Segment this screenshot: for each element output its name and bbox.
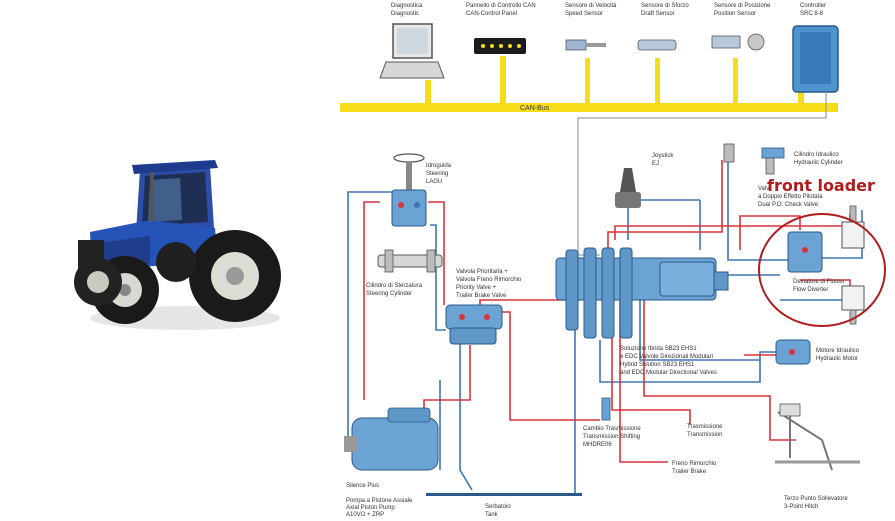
valve-block-icon [555, 247, 729, 339]
diagnostics-label: Diagnostica Diagnostic [391, 3, 424, 17]
axial-piston-pump-icon [344, 407, 439, 471]
draft-sensor-label: Sensore di Sforzo Draft Sensor [641, 3, 690, 17]
can-bus: CAN-Bus [340, 56, 838, 112]
hydraulic-motor-icon [775, 339, 811, 365]
hitch-label: Terzo Punto Sollevatore 3-Point Hitch [784, 496, 849, 510]
transmission-shift-valve-icon [601, 397, 611, 421]
transmission-shifting-label: Cambio Trasmissione Transmission Shiftin… [583, 426, 642, 448]
priority-valve-icon [445, 304, 503, 345]
three-point-hitch-icon [775, 403, 860, 471]
loader-cylinder-top-icon [841, 205, 865, 249]
loader-cylinder-bottom-icon [841, 285, 865, 325]
joystick-label: Joystick EJ [652, 153, 675, 167]
steering-label: Idroguida Steering LAGU [426, 163, 453, 185]
front-loader-annotation: front loader [767, 176, 875, 195]
control-panel-icon [474, 38, 526, 54]
position-sensor-label: Sensore di Posizione Position Sensor [714, 3, 772, 17]
position-sensor-icon [711, 33, 765, 51]
speed-sensor-icon [565, 39, 606, 51]
trailer-brake-label: Freno Rimorchio Trailer Brake [672, 461, 718, 475]
can-panel-label: Pannello di Controllo CAN CAN-Control Pa… [466, 3, 537, 17]
hydraulic-cylinder-label: Cilindro Idraulico Hydraulic Cylinder [794, 152, 843, 166]
tank-icon [426, 493, 582, 496]
hydraulic-motor-label: Motore Idraulico Hydraulic Motor [816, 348, 861, 362]
hydraulic-cylinder-icon [723, 143, 785, 175]
red-pressure-lines [363, 160, 851, 463]
priority-valve-label: Valvola Prioritaria + Valvola Freno Rimo… [456, 269, 523, 299]
transmission-label: Trasmissione Transmission [687, 424, 724, 438]
joystick-icon [615, 168, 641, 208]
tractor-image [74, 160, 281, 330]
draft-sensor-icon [637, 39, 677, 51]
flow-diverter-icon [787, 231, 823, 273]
steering-cylinder-icon [377, 249, 443, 273]
laptop-icon [379, 23, 445, 79]
steering-cylinder-label: Cilindro di Sterzatura Steering Cylinder [366, 283, 424, 297]
pump-label: Silence Plus Pompa a Pistone Assiale Axi… [346, 483, 414, 518]
hybrid-solution-label: Soluzione Ibrida SB23 EHS1 e EDC Valvole… [620, 346, 717, 376]
controller-label: Controller SRC 8-8 [800, 3, 828, 17]
check-valve-label: Valv a Doppio Effetto Pilotata Dual P.O.… [758, 186, 824, 208]
flow-diverter-label: Deviatore di Flusso Flow Diverter [793, 279, 846, 293]
tank-label: Serbatoio Tank [485, 504, 512, 518]
steering-unit-icon [391, 153, 427, 227]
can-bus-label: CAN-Bus [520, 105, 550, 112]
front-loader-highlight [758, 213, 886, 327]
controller-icon [792, 25, 839, 93]
speed-sensor-label: Sensore di Velocità Speed Sensor [565, 3, 618, 17]
